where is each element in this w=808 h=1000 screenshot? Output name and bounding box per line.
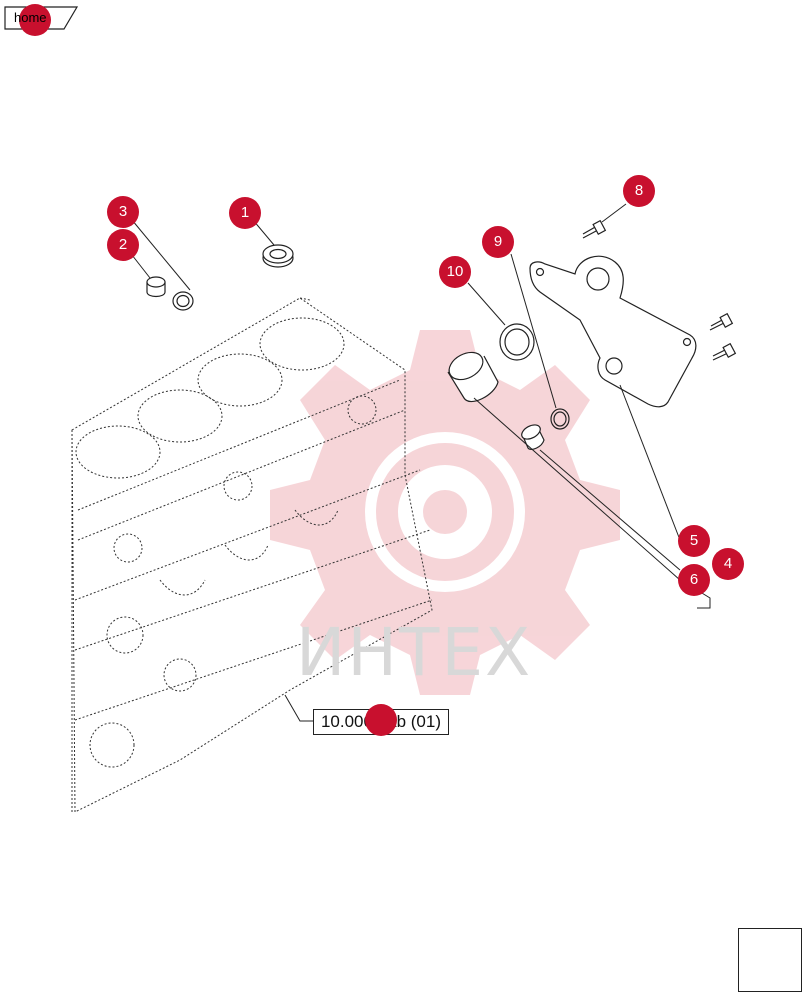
part-small-ring-icon <box>550 408 570 430</box>
part-gasket-icon <box>499 323 535 361</box>
callout-8[interactable]: 8 <box>623 175 655 207</box>
reference-callout[interactable] <box>365 704 397 736</box>
watermark-text: ИНТЕХ <box>296 614 533 691</box>
callout-3[interactable]: 3 <box>107 196 139 228</box>
part-seal-ring-icon <box>262 244 294 268</box>
callout-1[interactable]: 1 <box>229 197 261 229</box>
home-link[interactable]: home <box>14 10 47 25</box>
next-page-button[interactable] <box>738 928 802 992</box>
callout-6[interactable]: 6 <box>678 564 710 596</box>
part-small-plug-icon <box>521 424 545 451</box>
engine-block-icon <box>71 297 433 813</box>
callout-10[interactable]: 10 <box>439 256 471 288</box>
callout-4[interactable]: 4 <box>712 548 744 580</box>
callout-5[interactable]: 5 <box>678 525 710 557</box>
reference-leader-line <box>284 694 313 722</box>
callout-9[interactable]: 9 <box>482 226 514 258</box>
part-large-plug-icon <box>447 351 499 403</box>
callout-leader-lines <box>131 203 711 609</box>
part-bolt-icon <box>582 219 737 361</box>
part-cover-plate-icon <box>529 255 697 408</box>
part-o-ring-icon <box>172 291 194 311</box>
callout-2[interactable]: 2 <box>107 229 139 261</box>
part-plug-icon <box>146 276 166 298</box>
home-callout[interactable] <box>19 4 51 36</box>
